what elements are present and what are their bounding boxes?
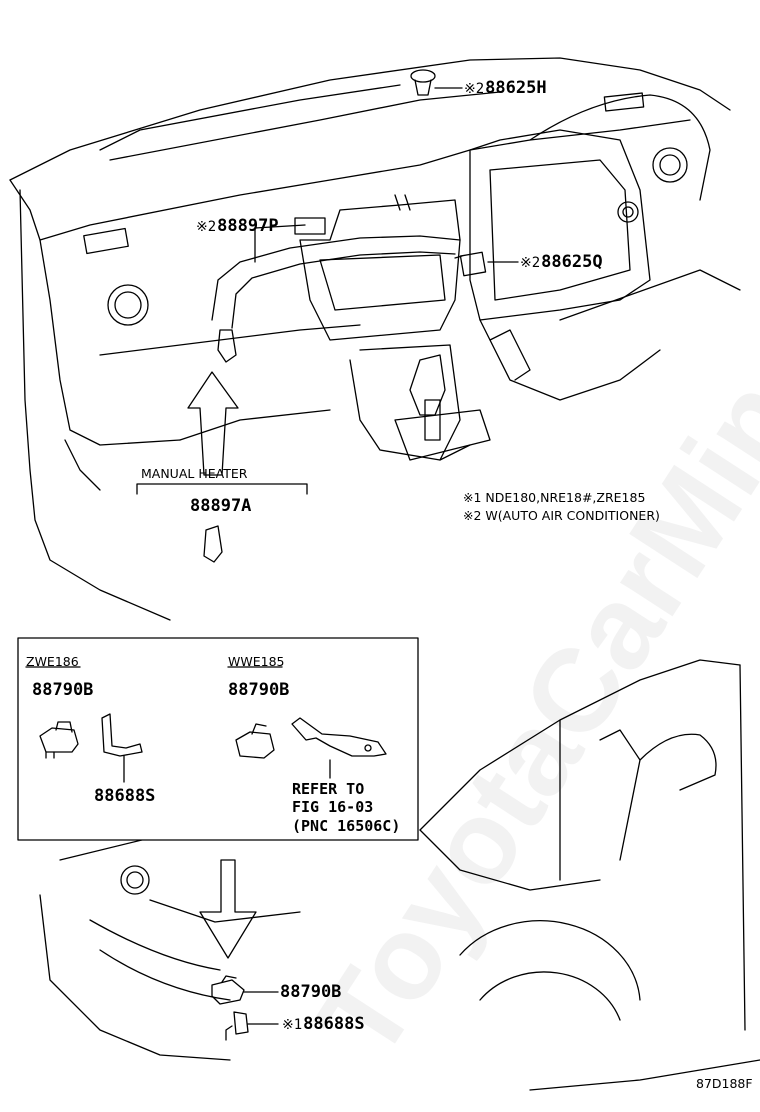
leaders-bottom <box>243 991 279 1025</box>
group-label-zwe186: ZWE186 <box>26 654 79 669</box>
sensor-88897a <box>203 525 223 563</box>
part-label-88625q[interactable]: ※288625Q <box>520 254 603 271</box>
bracket-88688s-zwe <box>101 713 143 783</box>
part-number: 88688S <box>303 1014 365 1034</box>
part-label-88790b-zwe[interactable]: 88790B <box>32 682 93 699</box>
group-label-wwe185: WWE185 <box>228 654 285 669</box>
note-1: ※1 NDE180,NRE18#,ZRE185 <box>463 490 646 505</box>
down-arrow <box>199 859 257 959</box>
car-front-outline <box>39 659 760 1091</box>
footnote-mark: ※2 <box>196 219 217 235</box>
figure-code: 87D188F <box>696 1076 753 1091</box>
part-label-88897p[interactable]: ※288897P <box>196 218 279 235</box>
group-label-manual-heater: MANUAL HEATER <box>141 466 248 481</box>
part-number: 88790B <box>32 680 94 700</box>
sensor-88625q <box>454 251 487 277</box>
part-label-88688s-zwe[interactable]: 88688S <box>94 788 155 805</box>
part-number: 88897P <box>217 216 279 236</box>
bracket-wwe <box>291 717 387 779</box>
part-label-88625h[interactable]: ※288625H <box>464 80 547 97</box>
part-label-88688s-bottom[interactable]: ※188688S <box>282 1016 365 1033</box>
footnote-mark: ※1 <box>282 1017 303 1033</box>
part-number: 88688S <box>94 786 156 806</box>
part-number: 88790B <box>228 680 290 700</box>
part-number: 88625Q <box>541 252 603 272</box>
sensor-88790b-zwe <box>39 721 79 759</box>
instrument-cluster <box>294 129 651 341</box>
part-label-88790b-wwe[interactable]: 88790B <box>228 682 289 699</box>
part-number: 88625H <box>485 78 547 98</box>
leaders-top <box>254 87 519 263</box>
console-shifter <box>349 269 741 461</box>
bracket-88688s-bottom <box>225 1011 249 1041</box>
clip-88625h <box>410 69 436 96</box>
part-label-88897a[interactable]: 88897A <box>190 498 251 515</box>
sensor-88790b-wwe <box>235 723 275 759</box>
air-vents <box>83 92 688 326</box>
sensor-88790b-bottom <box>211 975 245 1005</box>
inset-box <box>17 637 419 841</box>
note-2: ※2 W(AUTO AIR CONDITIONER) <box>463 508 660 523</box>
refer-line-1: REFER TO <box>292 780 365 798</box>
footnote-mark: ※2 <box>464 81 485 97</box>
refer-line-3: (PNC 16506C) <box>292 816 401 835</box>
part-number: 88790B <box>280 982 342 1002</box>
refer-note[interactable]: REFER TO FIG 16-03 (PNC 16506C) <box>292 780 400 835</box>
footnote-mark: ※2 <box>520 255 541 271</box>
left-duct <box>211 235 461 363</box>
dashboard-outline <box>9 57 731 621</box>
refer-line-2: FIG 16-03 <box>292 798 374 817</box>
part-number: 88897A <box>190 496 252 516</box>
manual-heater-arrow <box>136 371 308 495</box>
part-label-88790b-bottom[interactable]: 88790B <box>280 984 341 1001</box>
